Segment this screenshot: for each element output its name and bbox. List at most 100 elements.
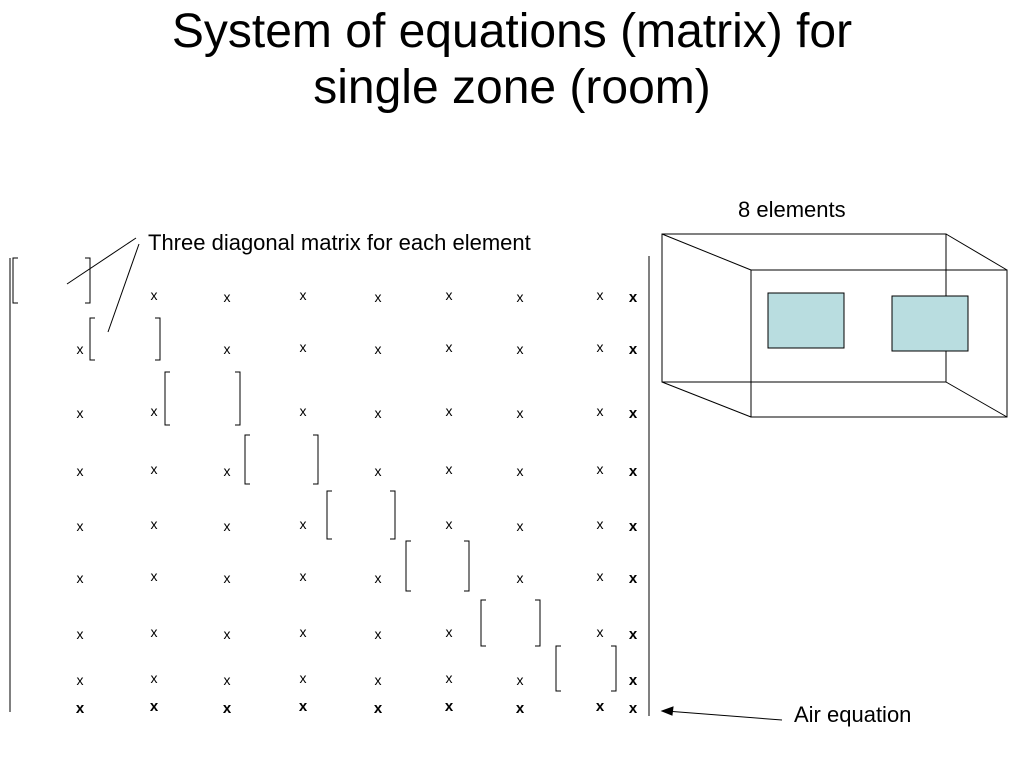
block-bracket-left xyxy=(405,540,411,592)
air-coupling-cell: x xyxy=(596,698,605,715)
block-bracket-left xyxy=(555,645,561,692)
slide-title: System of equations (matrix) for single … xyxy=(0,4,1024,116)
coupling-cell: x xyxy=(151,461,158,477)
block-bracket-left xyxy=(480,599,486,647)
coupling-cell: x xyxy=(517,289,524,305)
coupling-cell: x xyxy=(446,624,453,640)
block-bracket-right xyxy=(155,317,161,361)
air-coupling-cell: x xyxy=(629,518,638,535)
diagonal-pointer-line xyxy=(107,243,140,333)
air-coupling-cell: x xyxy=(516,700,525,717)
coupling-cell: x xyxy=(151,568,158,584)
room-edge xyxy=(945,233,1008,271)
air-coupling-cell: x xyxy=(629,626,638,643)
coupling-cell: x xyxy=(446,670,453,686)
block-bracket-left xyxy=(89,317,95,361)
coupling-cell: x xyxy=(517,405,524,421)
coupling-cell: x xyxy=(446,516,453,532)
coupling-cell: x xyxy=(375,672,382,688)
coupling-cell: x xyxy=(224,570,231,586)
block-bracket-right xyxy=(85,257,91,304)
coupling-cell: x xyxy=(300,403,307,419)
coupling-cell: x xyxy=(300,624,307,640)
coupling-cell: x xyxy=(446,339,453,355)
block-bracket-right xyxy=(235,371,241,426)
elements-annotation: 8 elements xyxy=(738,197,846,222)
diagonal-blocks xyxy=(12,257,617,692)
block-bracket-left xyxy=(12,257,18,304)
coupling-cell: x xyxy=(151,624,158,640)
coupling-cell: x xyxy=(375,289,382,305)
coupling-cell: x xyxy=(446,403,453,419)
coupling-cell: x xyxy=(300,670,307,686)
coupling-cell: x xyxy=(597,339,604,355)
coupling-cell: x xyxy=(151,287,158,303)
air-coupling-cell: x xyxy=(445,698,454,715)
block-bracket-left xyxy=(244,434,250,485)
air-coupling-cell: x xyxy=(629,672,638,689)
coupling-cell: x xyxy=(597,461,604,477)
block-bracket-right xyxy=(390,490,396,540)
room-edge xyxy=(945,381,1008,418)
diagonal-annotation: Three diagonal matrix for each element xyxy=(148,230,531,255)
coupling-cell: x xyxy=(517,570,524,586)
coupling-cell: x xyxy=(517,672,524,688)
room-front-wall xyxy=(750,269,1008,418)
air-arrow-head xyxy=(660,706,674,716)
coupling-cell: x xyxy=(446,287,453,303)
coupling-cell: x xyxy=(375,463,382,479)
coupling-cell: x xyxy=(300,287,307,303)
title-line-1: System of equations (matrix) for xyxy=(171,5,853,58)
coupling-cell: x xyxy=(375,570,382,586)
coupling-cell: x xyxy=(517,463,524,479)
room-window-left xyxy=(767,292,845,349)
coupling-cell: x xyxy=(77,463,84,479)
coupling-cell: x xyxy=(224,518,231,534)
coupling-cell: x xyxy=(375,405,382,421)
coupling-cell: x xyxy=(77,570,84,586)
air-coupling-cell: x xyxy=(629,700,638,717)
block-bracket-right xyxy=(611,645,617,692)
air-coupling-cell: x xyxy=(629,463,638,480)
coupling-cell: x xyxy=(77,672,84,688)
coupling-cell: x xyxy=(77,341,84,357)
air-coupling-cell: x xyxy=(223,700,232,717)
coupling-cell: x xyxy=(151,670,158,686)
coupling-cell: x xyxy=(300,516,307,532)
air-arrow xyxy=(660,706,783,721)
air-equation-annotation: Air equation xyxy=(794,702,912,727)
room-window-right xyxy=(891,295,969,352)
coupling-cell: x xyxy=(151,516,158,532)
coupling-cell: x xyxy=(517,341,524,357)
coupling-cell: x xyxy=(77,405,84,421)
air-coupling-cell: x xyxy=(299,698,308,715)
coupling-cell: x xyxy=(597,516,604,532)
coupling-cell: x xyxy=(224,463,231,479)
coupling-cell: x xyxy=(597,287,604,303)
coupling-cell: x xyxy=(300,568,307,584)
air-arrow-line xyxy=(665,710,783,721)
coupling-cell: x xyxy=(224,672,231,688)
coupling-cell: x xyxy=(597,568,604,584)
block-bracket-left xyxy=(164,371,170,426)
coupling-cell: x xyxy=(224,626,231,642)
coupling-cell: x xyxy=(224,289,231,305)
matrix-lines xyxy=(9,237,650,716)
matrix-cells: x x x x x x x x x x x x x x x x x x x x x x x x x x x x x x x x x x x x x x x x… xyxy=(76,287,638,717)
coupling-cell: x xyxy=(224,341,231,357)
air-coupling-cell: x xyxy=(76,700,85,717)
coupling-cell: x xyxy=(300,339,307,355)
block-bracket-left xyxy=(326,490,332,540)
coupling-cell: x xyxy=(597,403,604,419)
air-coupling-cell: x xyxy=(629,405,638,422)
block-bracket-right xyxy=(535,599,541,647)
coupling-cell: x xyxy=(151,403,158,419)
coupling-cell: x xyxy=(77,626,84,642)
coupling-cell: x xyxy=(375,626,382,642)
block-bracket-right xyxy=(313,434,319,485)
room-edge xyxy=(661,233,752,271)
diagonal-pointer-line xyxy=(66,237,137,285)
coupling-cell: x xyxy=(446,461,453,477)
block-bracket-right xyxy=(464,540,470,592)
